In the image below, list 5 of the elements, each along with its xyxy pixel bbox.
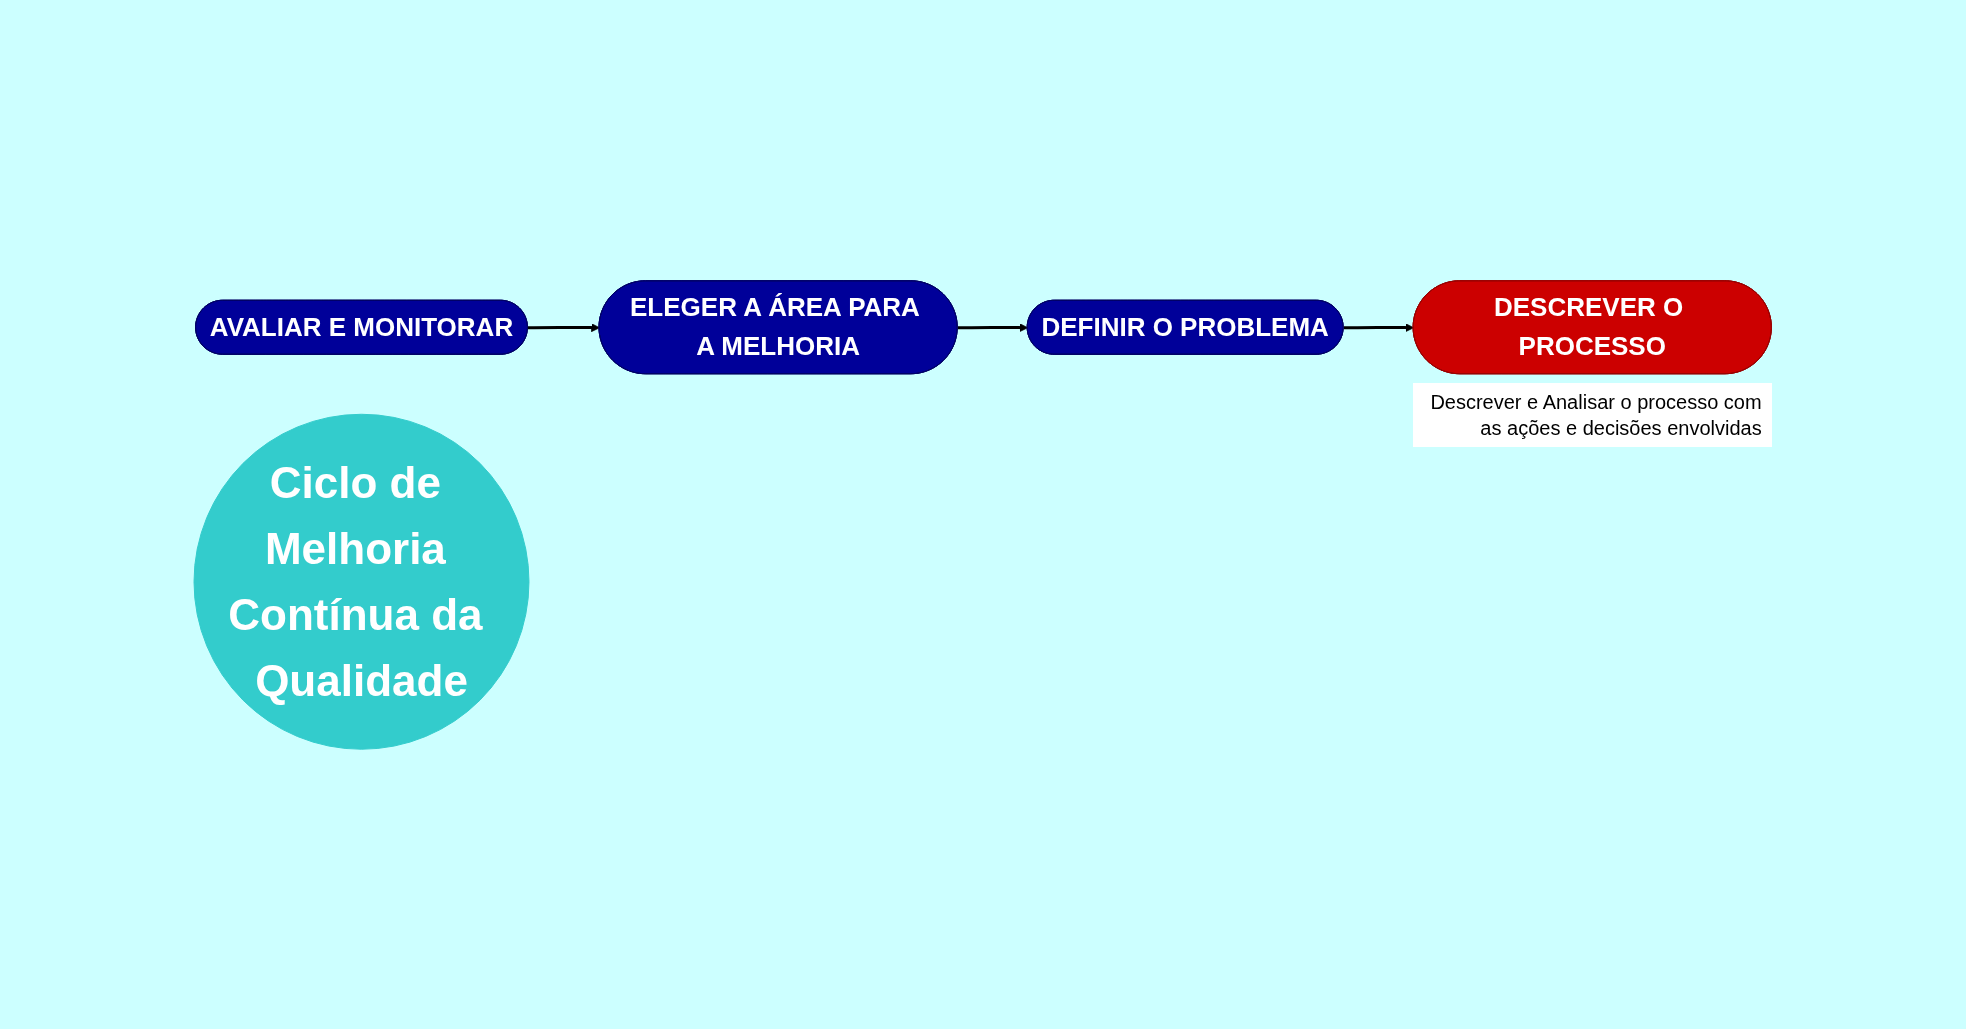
arrow xyxy=(1343,322,1415,332)
description-note: Descrever e Analisar o processo com as ações e decisões envolvidas xyxy=(1413,383,1772,448)
arrow xyxy=(528,322,601,332)
node-circle: Ciclo de Melhoria Contínua da Qualidade xyxy=(193,413,530,750)
arrow xyxy=(958,322,1029,332)
